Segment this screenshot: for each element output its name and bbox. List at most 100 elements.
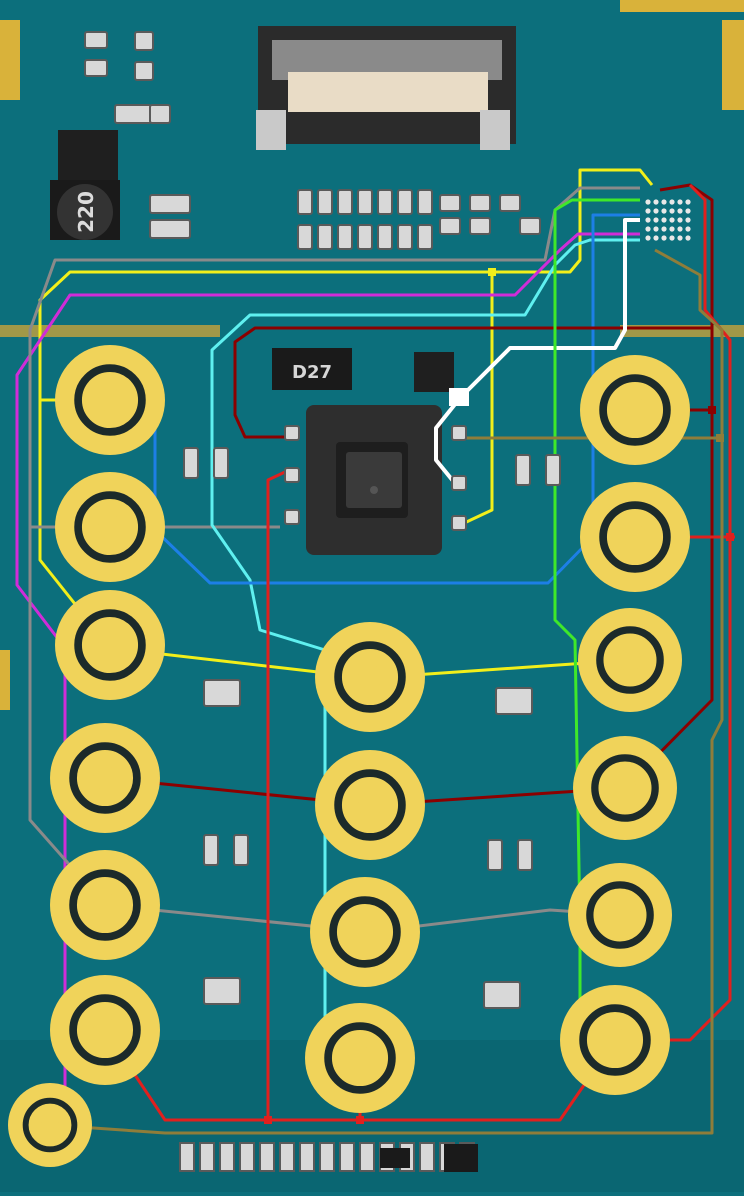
smd-part (279, 1142, 295, 1172)
smd-part (545, 454, 561, 486)
key-pad-center (97, 632, 123, 658)
bga-ball (677, 217, 683, 223)
bga-ball (669, 199, 675, 205)
bga-ball (677, 208, 683, 214)
key-pad-center (608, 903, 632, 927)
smd-part (337, 189, 353, 215)
smd-part (417, 189, 433, 215)
trace-node (356, 1116, 364, 1124)
smd-part (444, 1144, 478, 1172)
bga-ball (669, 217, 675, 223)
bga-ball (645, 199, 651, 205)
key-pad-ring (69, 994, 141, 1066)
smd-part (377, 224, 393, 250)
smd-part (149, 194, 191, 214)
gold-strip-left (0, 325, 220, 337)
smd-part (439, 194, 461, 212)
joystick-switch (306, 405, 442, 555)
smd-part (299, 1142, 315, 1172)
key-pad-ring (596, 626, 664, 694)
bga-ball (653, 235, 659, 241)
key-pad-center (92, 765, 118, 791)
key-pad-ring (74, 364, 146, 436)
key-pad-ring (586, 881, 654, 949)
smd-part (499, 194, 521, 212)
key-pad-center (618, 648, 642, 672)
smd-part (297, 224, 313, 250)
key-pad-ring (599, 374, 671, 446)
bga-ball (677, 226, 683, 232)
smd-part (149, 219, 191, 239)
smd-part (451, 475, 467, 491)
key-pad-ring (334, 641, 406, 713)
trace-node (716, 434, 724, 442)
smd-part (199, 1142, 215, 1172)
smd-part (297, 189, 313, 215)
key-pad-center (352, 919, 378, 945)
smd-part (359, 1142, 375, 1172)
smd-part (319, 1142, 335, 1172)
smd-part (380, 1148, 410, 1168)
key-pad-ring (329, 896, 401, 968)
bga-ball (653, 217, 659, 223)
bga-ball (645, 235, 651, 241)
trace-yellow (38, 168, 654, 400)
key-pad-ring (579, 1004, 651, 1076)
smd-part (284, 509, 300, 525)
smd-part (134, 31, 154, 51)
trace-gray (28, 186, 640, 906)
key-pad-ring (74, 609, 146, 681)
smd-part (239, 1142, 255, 1172)
key-pad-ring (74, 491, 146, 563)
smd-part (483, 981, 521, 1009)
smd-part (134, 61, 154, 81)
smd-part (213, 447, 229, 479)
bga-ball (645, 226, 651, 232)
key-pad-center (347, 1045, 373, 1071)
smd-part (84, 59, 108, 77)
smd-part (203, 977, 241, 1005)
key-pad-center (622, 524, 648, 550)
key-pad-center (357, 664, 383, 690)
bga-ball (685, 208, 691, 214)
trace-red (615, 183, 732, 1042)
bga-ball (661, 199, 667, 205)
bga-ball (685, 235, 691, 241)
trace-dark_red (233, 326, 712, 439)
ic-small-right (414, 352, 454, 392)
smd-part (377, 189, 393, 215)
bga-ball (653, 208, 659, 214)
smd-part (469, 194, 491, 212)
gold-edge-top-left (0, 20, 20, 100)
smd-part (219, 1142, 235, 1172)
smd-part (114, 104, 152, 124)
smd-part (183, 447, 199, 479)
key-pad-center (97, 514, 123, 540)
gold-edge-top-right (620, 0, 744, 12)
key-pad-ring (69, 869, 141, 941)
key-pad-center (613, 776, 637, 800)
smd-part (149, 104, 171, 124)
smd-part (317, 189, 333, 215)
trace-olive (49, 248, 724, 1135)
ic-marking: D27 (292, 362, 332, 383)
smd-part (233, 834, 249, 866)
trace-white (434, 218, 640, 489)
smd-part (357, 224, 373, 250)
key-pad-center (40, 1115, 60, 1135)
bga-ball (661, 235, 667, 241)
trace-node (264, 1116, 272, 1124)
smd-part (495, 687, 533, 715)
key-pad-center (622, 397, 648, 423)
bga-ball (685, 217, 691, 223)
bga-ball (669, 226, 675, 232)
smd-part (203, 679, 241, 707)
inductor-220: 220 (50, 180, 120, 240)
key-pad-center (97, 387, 123, 413)
trace-yellow (459, 272, 494, 527)
bga-ball (669, 235, 675, 241)
trace-magenta (15, 232, 640, 649)
key-pad-center (92, 892, 118, 918)
